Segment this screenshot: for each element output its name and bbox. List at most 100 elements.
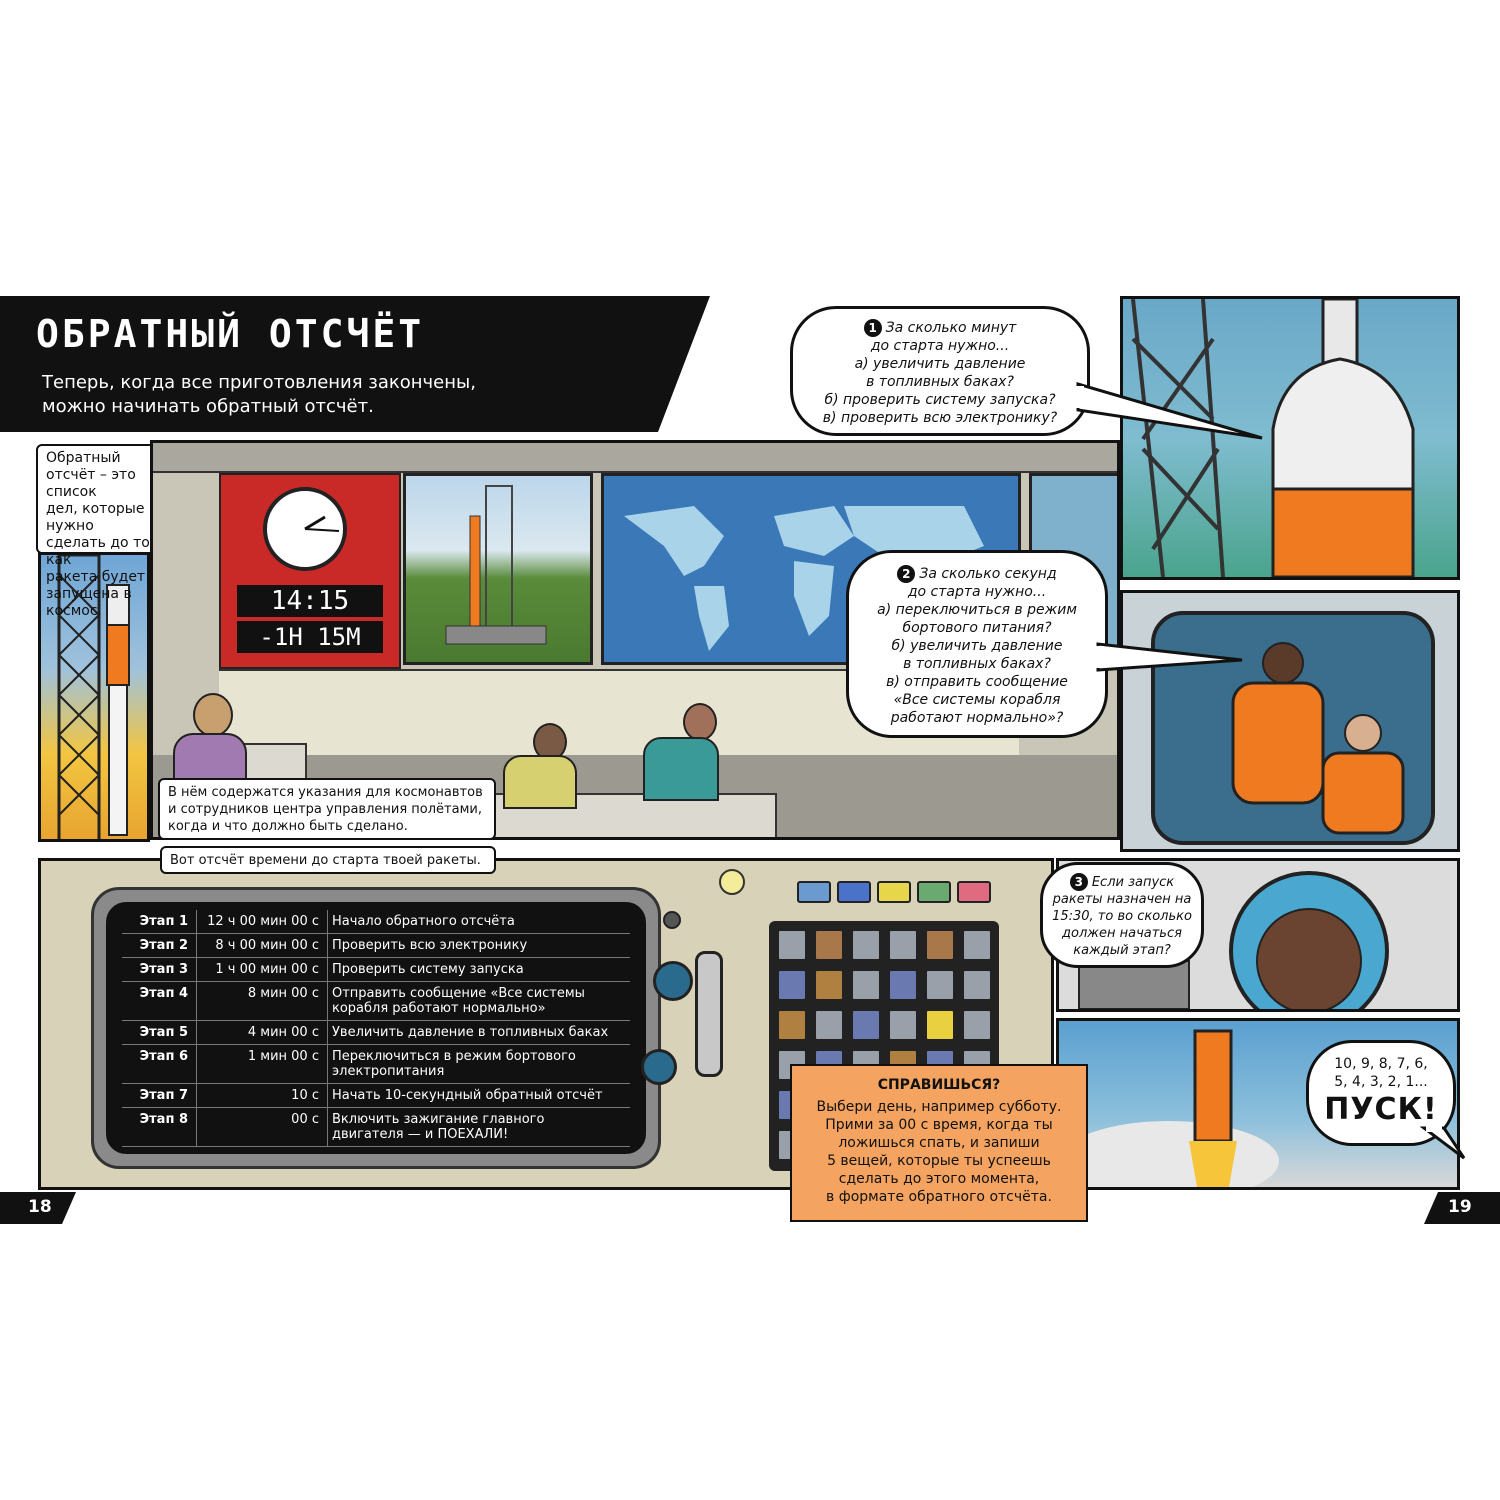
challenge-line: 5 вещей, которые ты успеешь: [827, 1153, 1051, 1169]
info-line: запущена в космос.: [46, 586, 132, 619]
keypad-button[interactable]: [925, 969, 955, 1001]
action-line: Увеличить давление в топливных баках: [332, 1025, 609, 1040]
keypad-button[interactable]: [777, 929, 807, 961]
table-intro: Вот отсчёт времени до старта твоей ракет…: [160, 846, 496, 874]
action-cell: Начать 10-секундный обратный отсчёт: [327, 1083, 630, 1108]
keypad-button[interactable]: [962, 1009, 992, 1041]
page-number-right: 19: [1424, 1192, 1500, 1224]
operator-figure: [193, 693, 233, 737]
stage-cell: Этап 1: [122, 910, 197, 934]
question-line: 15:30, то во сколько: [1052, 909, 1192, 924]
color-key[interactable]: [917, 881, 951, 903]
note-line: В нём содержатся указания для космонавто…: [168, 785, 483, 800]
launch-shout: ПУСК!: [1324, 1092, 1438, 1127]
keypad-button[interactable]: [888, 1009, 918, 1041]
info-line: отсчёт – это список: [46, 467, 136, 500]
keypad-button[interactable]: [962, 929, 992, 961]
intro-line-2: можно начинать обратный отсчёт.: [42, 396, 374, 417]
note-box: В нём содержатся указания для космонавто…: [158, 778, 496, 840]
stage-cell: Этап 5: [122, 1020, 197, 1045]
color-key[interactable]: [837, 881, 871, 903]
question-line: в топливных баках?: [903, 656, 1051, 672]
question-number: 2: [897, 565, 916, 583]
action-cell: Увеличить давление в топливных баках: [327, 1020, 630, 1045]
info-line: Обратный: [46, 450, 121, 466]
handle-icon[interactable]: [695, 951, 723, 1077]
info-line: ракета будет: [46, 569, 146, 585]
action-line: Проверить всю электронику: [332, 938, 528, 953]
action-cell: Проверить всю электронику: [327, 933, 630, 958]
operator-figure: [503, 755, 577, 809]
keypad-button[interactable]: [888, 929, 918, 961]
stage-cell: Этап 8: [122, 1107, 197, 1147]
time-cell: 1 ч 00 мин 00 с: [196, 957, 328, 982]
question-line: должен начаться: [1062, 926, 1182, 941]
status-light-icon: [719, 869, 745, 895]
keypad-button[interactable]: [814, 929, 844, 961]
time-cell: 00 с: [196, 1107, 328, 1147]
time-cell: 8 ч 00 мин 00 с: [196, 933, 328, 958]
launchpad-screen: [403, 473, 593, 665]
color-key[interactable]: [797, 881, 831, 903]
action-line: Проверить систему запуска: [332, 962, 524, 977]
clock-icon: [263, 487, 347, 571]
knob-icon[interactable]: [641, 1049, 677, 1085]
keypad-button[interactable]: [814, 1009, 844, 1041]
page-number-left: 18: [0, 1192, 76, 1224]
bubble-tail: [1076, 381, 1263, 440]
stage-cell: Этап 2: [122, 933, 197, 958]
keypad-button[interactable]: [851, 969, 881, 1001]
keypad-button[interactable]: [851, 1009, 881, 1041]
knob-icon[interactable]: [653, 961, 693, 1001]
question-line: в) проверить всю электронику?: [822, 410, 1058, 426]
keypad-button[interactable]: [851, 929, 881, 961]
color-key[interactable]: [877, 881, 911, 903]
bubble-tail: [1096, 642, 1243, 672]
note-line: когда и что должно быть сделано.: [168, 819, 408, 834]
question-number: 1: [863, 319, 882, 337]
action-line: Переключиться в режим бортового: [332, 1049, 576, 1064]
action-cell: Проверить систему запуска: [327, 957, 630, 982]
action-line: двигателя — и ПОЕХАЛИ!: [332, 1127, 509, 1142]
challenge-line: в формате обратного отсчёта.: [826, 1189, 1052, 1205]
stage-cell: Этап 3: [122, 957, 197, 982]
stage-cell: Этап 4: [122, 981, 197, 1021]
keypad-button[interactable]: [814, 969, 844, 1001]
question-line: «Все системы корабля: [893, 692, 1061, 708]
launch-bubble: 10, 9, 8, 7, 6, 5, 4, 3, 2, 1... ПУСК!: [1306, 1040, 1456, 1146]
time-cell: 4 мин 00 с: [196, 1020, 328, 1045]
keypad-button[interactable]: [925, 1009, 955, 1041]
question-line: а) увеличить давление: [854, 356, 1026, 372]
keypad-button[interactable]: [962, 969, 992, 1001]
info-line: дел, которые нужно: [46, 501, 145, 534]
operator-figure: [683, 703, 717, 741]
keypad-button[interactable]: [888, 969, 918, 1001]
action-line: Начало обратного отсчёта: [332, 914, 515, 929]
time-cell: 10 с: [196, 1083, 328, 1108]
keypad-button[interactable]: [925, 929, 955, 961]
keypad-button[interactable]: [777, 969, 807, 1001]
challenge-line: ложишься спать, и запиши: [838, 1135, 1040, 1151]
challenge-line: сделать до этого момента,: [838, 1171, 1040, 1187]
switch-icon[interactable]: [663, 911, 681, 929]
info-line: сделать до того, как: [46, 535, 171, 568]
color-key[interactable]: [957, 881, 991, 903]
action-cell: Начало обратного отсчёта: [327, 910, 630, 934]
keypad-button[interactable]: [777, 1009, 807, 1041]
challenge-line: Выбери день, например субботу.: [816, 1099, 1062, 1115]
